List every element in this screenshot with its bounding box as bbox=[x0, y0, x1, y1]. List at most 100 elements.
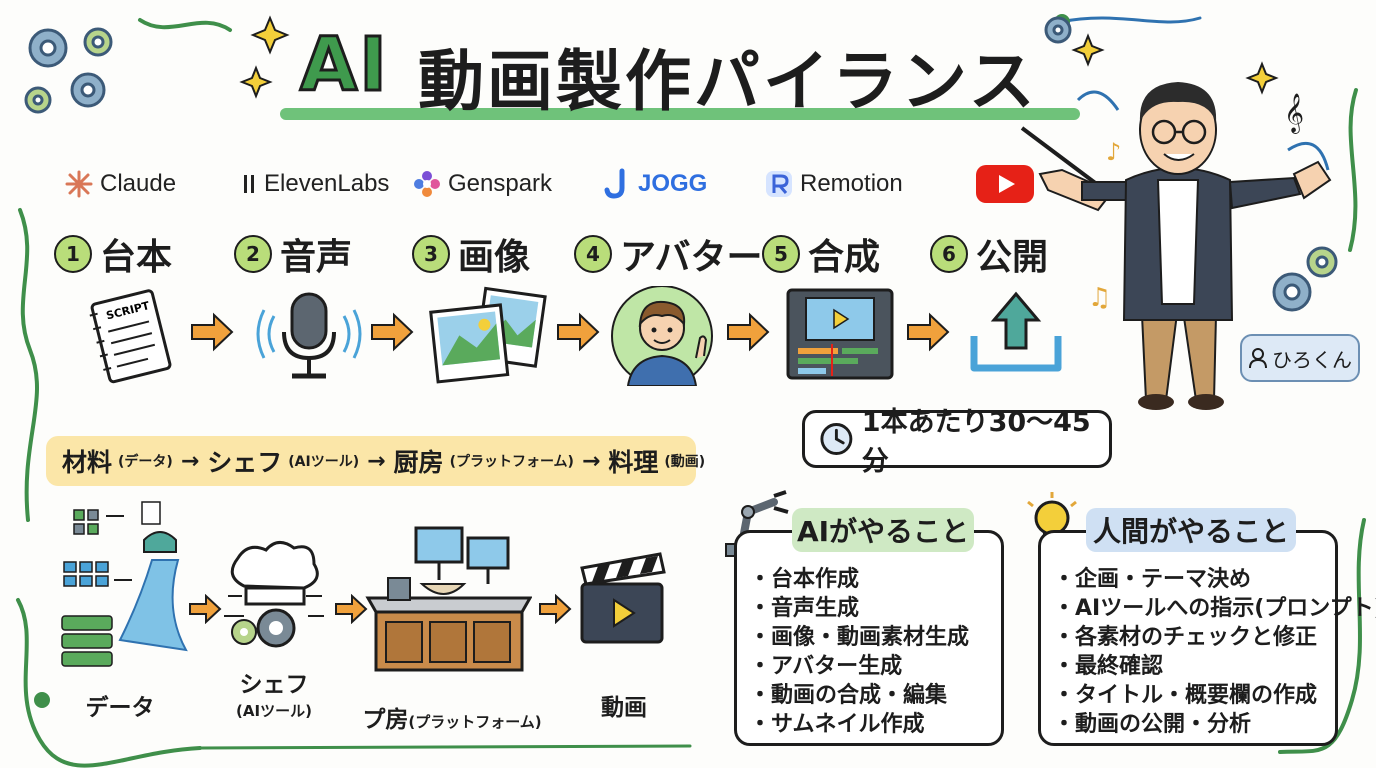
step-label: 音声 bbox=[280, 237, 353, 278]
avatar-boy-icon bbox=[611, 286, 713, 386]
analogy-arrow: → bbox=[581, 448, 601, 474]
data-blocks-icon bbox=[61, 501, 188, 667]
step-3: 3 画像 bbox=[412, 232, 530, 278]
logo-label: Remotion bbox=[800, 170, 903, 197]
step-4: 4 アバター bbox=[574, 232, 763, 278]
logo-remotion: Remotion bbox=[764, 166, 903, 202]
step-label: 台本 bbox=[100, 237, 173, 278]
logo-label: JOGG bbox=[638, 170, 708, 197]
flow-label-video: 動画 bbox=[574, 688, 674, 722]
flow-label-text: シェフ bbox=[239, 672, 309, 698]
step-number: 5 bbox=[762, 235, 800, 273]
list-item: ・最終確認 bbox=[1053, 654, 1164, 679]
clock-icon bbox=[820, 423, 853, 455]
analogy-term: 料理 bbox=[608, 448, 659, 477]
ai-tasks-panel: ・台本作成 ・音声生成 ・画像・動画素材生成 ・アバター生成 ・動画の合成・編集… bbox=[734, 530, 1004, 746]
step-5: 5 合成 bbox=[762, 232, 880, 278]
photos-icon bbox=[429, 286, 547, 384]
flow-arrow-icon bbox=[189, 594, 222, 624]
flow-label-chef: シェフ (AIツール) bbox=[222, 672, 326, 724]
step-number: 6 bbox=[930, 235, 968, 273]
analogy-arrow: → bbox=[367, 448, 386, 474]
list-item: ・企画・テーマ決め bbox=[1053, 567, 1252, 592]
analogy-note: (プラットフォーム) bbox=[449, 454, 574, 470]
human-task-list: ・企画・テーマ決め ・AIツールへの指示(プロンプト) ・各素材のチェックと修正… bbox=[1053, 565, 1376, 739]
logo-label: ElevenLabs bbox=[264, 170, 390, 197]
flow-arrow-icon bbox=[539, 594, 572, 624]
clapperboard-icon bbox=[580, 552, 666, 644]
step-label: 合成 bbox=[808, 237, 881, 278]
step-2: 2 音声 bbox=[234, 232, 352, 278]
list-item: ・アバター生成 bbox=[749, 654, 903, 679]
logo-youtube bbox=[974, 165, 1036, 203]
analogy-note: (データ) bbox=[118, 454, 173, 470]
flow-label-kitchen: プ房(プラットフォーム) bbox=[362, 700, 542, 734]
youtube-play-icon bbox=[976, 165, 1034, 203]
analogy-term: 厨房 bbox=[393, 448, 444, 477]
upload-icon bbox=[970, 291, 1062, 372]
flow-label-text: データ bbox=[85, 695, 155, 721]
list-item: ・タイトル・概要欄の作成 bbox=[1053, 683, 1318, 708]
analogy-term: 材料 bbox=[62, 448, 113, 477]
step-number: 2 bbox=[234, 235, 272, 273]
step-number: 4 bbox=[574, 235, 612, 273]
logo-label: Claude bbox=[100, 170, 177, 197]
ai-task-list: ・台本作成 ・音声生成 ・画像・動画素材生成 ・アバター生成 ・動画の合成・編集… bbox=[749, 565, 969, 739]
list-item: ・音声生成 bbox=[749, 596, 860, 621]
flow-label-data: データ bbox=[70, 688, 170, 722]
svg-text:♪: ♪ bbox=[1106, 138, 1121, 166]
list-item: ・画像・動画素材生成 bbox=[749, 625, 970, 650]
logo-jogg: JOGG bbox=[604, 166, 707, 202]
script-notebook-icon: SCRIPT bbox=[89, 289, 172, 384]
analogy-banner: 材料(データ) → シェフ(AIツール) → 厨房(プラットフォーム) → 料理… bbox=[46, 436, 705, 486]
page-title: AI 動画製作パイランス bbox=[280, 21, 1080, 120]
step-label: 公開 bbox=[976, 237, 1049, 278]
analogy-note: (AIツール) bbox=[288, 454, 360, 470]
list-item: ・各素材のチェックと修正 bbox=[1053, 625, 1318, 650]
flow-arrow-icon bbox=[191, 312, 234, 352]
gear-cluster-topleft bbox=[24, 27, 113, 114]
step-label: アバター bbox=[620, 237, 763, 278]
flow-label-text: プ房 bbox=[362, 707, 409, 733]
step-number: 3 bbox=[412, 235, 450, 273]
genspark-flower-icon bbox=[414, 171, 440, 197]
title-underline bbox=[280, 108, 1080, 120]
list-item: ・台本作成 bbox=[749, 567, 860, 592]
list-item: ・動画の公開・分析 bbox=[1053, 712, 1252, 737]
flow-label-sub: (AIツール) bbox=[236, 702, 312, 720]
time-badge: 1本あたり30〜45分 bbox=[802, 407, 1112, 477]
step-6: 6 公開 bbox=[930, 232, 1048, 278]
svg-text:𝄞: 𝄞 bbox=[1284, 93, 1304, 134]
kitchen-counter-icon bbox=[365, 526, 532, 672]
human-panel-title: 人間がやること bbox=[1086, 508, 1296, 552]
ai-panel-title: AIがやること bbox=[792, 508, 974, 552]
person-icon bbox=[1249, 348, 1267, 369]
presenter-illustration: ♪ 𝄞 ♫ bbox=[1020, 82, 1332, 410]
jogg-j-icon bbox=[604, 168, 625, 199]
claude-starburst-icon bbox=[65, 170, 93, 198]
remotion-r-icon bbox=[766, 171, 792, 197]
analogy-arrow: → bbox=[180, 448, 200, 474]
presenter-name: ひろくん bbox=[1272, 347, 1352, 372]
flow-arrow-icon bbox=[557, 312, 600, 352]
list-item: ・サムネイル作成 bbox=[749, 712, 925, 737]
logo-claude: Claude bbox=[64, 166, 176, 202]
video-editor-icon bbox=[786, 288, 894, 380]
microphone-icon bbox=[256, 292, 362, 379]
flow-arrow-icon bbox=[335, 594, 368, 624]
title-text: 動画製作パイランス bbox=[418, 43, 1038, 120]
analogy-note: (動画) bbox=[664, 454, 706, 470]
step-label: 画像 bbox=[458, 237, 531, 278]
elevenlabs-bars-icon bbox=[244, 175, 254, 193]
title-highlight: AI bbox=[299, 21, 389, 110]
step-1: 1 台本 bbox=[54, 232, 172, 278]
flow-label-text: 動画 bbox=[601, 695, 647, 721]
time-badge-text: 1本あたり30〜45分 bbox=[861, 407, 1091, 477]
list-item: ・動画の合成・編集 bbox=[749, 683, 948, 708]
flow-arrow-icon bbox=[907, 312, 950, 352]
flow-label-sub: (プラットフォーム) bbox=[408, 713, 542, 731]
chef-hat-gears-icon bbox=[224, 541, 324, 648]
presenter-name-tag: ひろくん bbox=[1240, 334, 1360, 382]
logo-label: Genspark bbox=[448, 170, 553, 197]
